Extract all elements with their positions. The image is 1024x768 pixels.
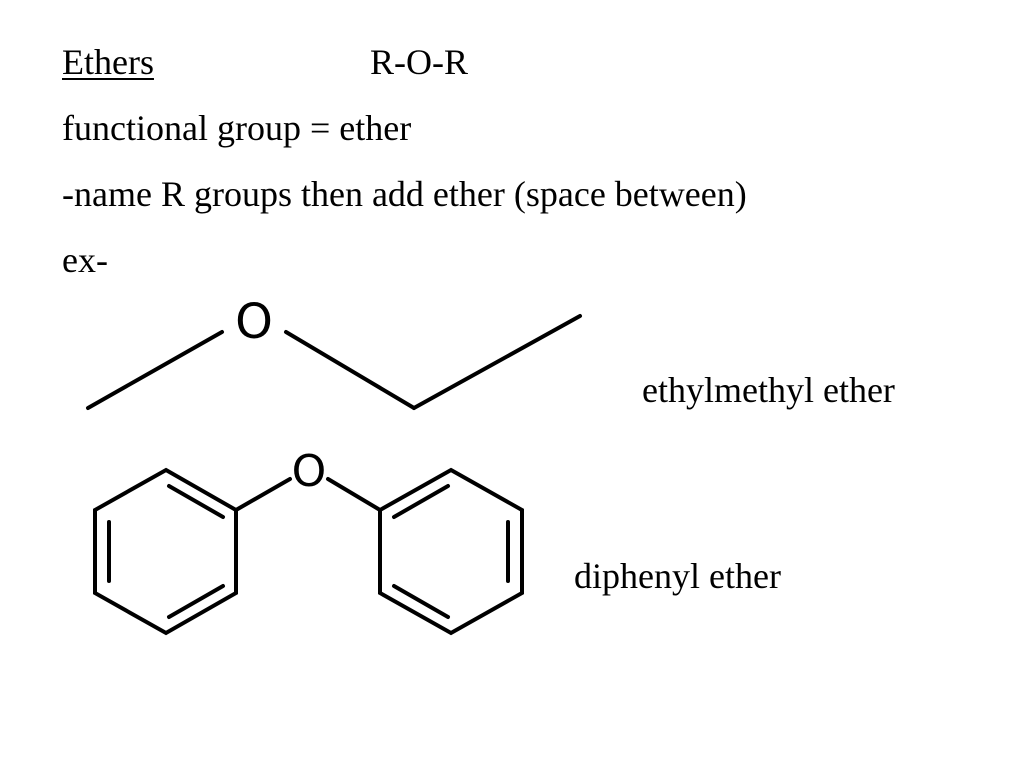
bond-methyl-oxygen <box>86 330 224 410</box>
bond-oxygen-right-ring <box>326 477 382 512</box>
left-ring-double-bond-2 <box>167 584 225 619</box>
heading-formula: R-O-R <box>370 42 468 82</box>
example-label: ex- <box>62 240 108 280</box>
right-ring-double-bond-1 <box>392 484 450 519</box>
ether-oxygen-label: O <box>235 294 273 350</box>
left-benzene-ring <box>93 467 238 636</box>
bridge-oxygen-label: O <box>292 446 327 497</box>
slide-heading: Ethers <box>62 42 154 82</box>
bond-left-ring-oxygen <box>234 477 292 512</box>
diphenyl-ether-name: diphenyl ether <box>574 556 781 596</box>
definition-line: functional group = ether <box>62 108 412 148</box>
naming-rule-line: -name R groups then add ether (space bet… <box>62 174 747 214</box>
left-ring-double-bond-1 <box>167 484 225 519</box>
bond-methylene-methyl <box>412 314 582 410</box>
right-ring-double-bond-3 <box>392 584 450 619</box>
ethylmethyl-ether-name: ethylmethyl ether <box>642 370 895 410</box>
heading-title: Ethers <box>62 42 154 82</box>
bond-oxygen-methylene <box>284 330 416 410</box>
right-benzene-ring <box>378 467 524 636</box>
